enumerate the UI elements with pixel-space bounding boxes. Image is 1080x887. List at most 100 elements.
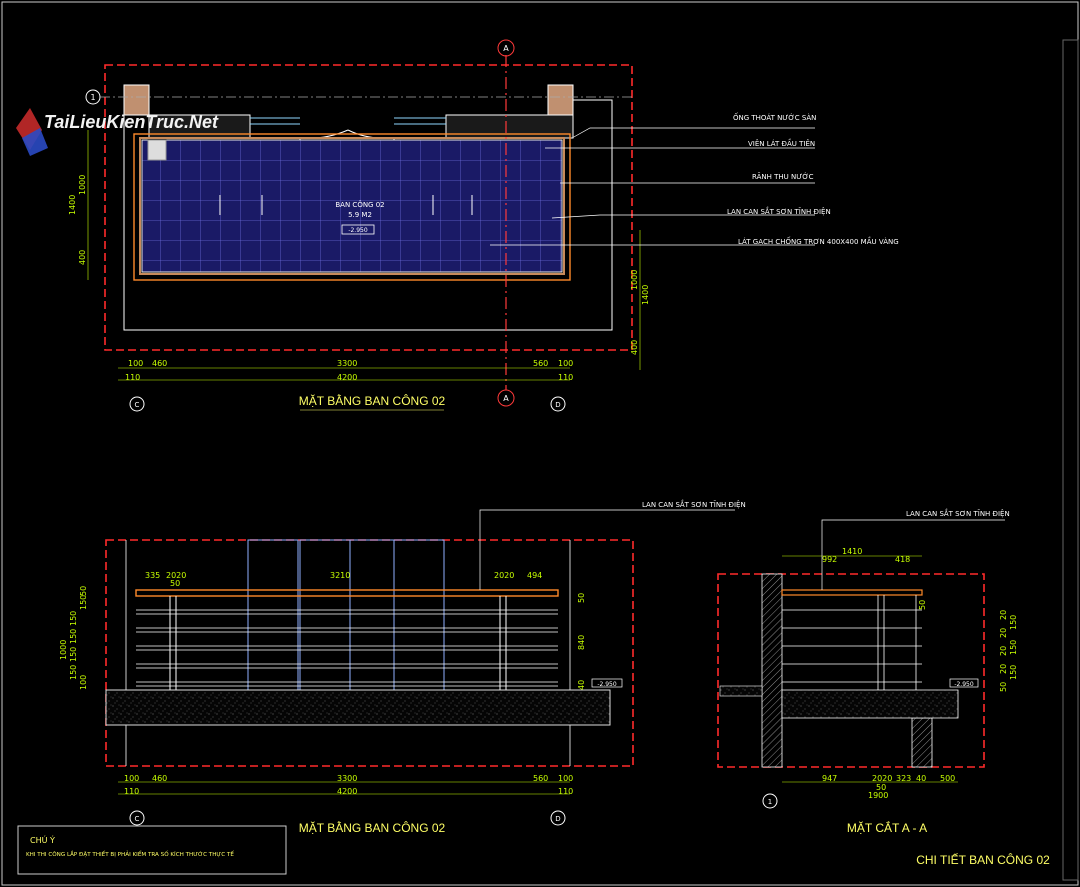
section-mark-top [497,39,515,57]
dim-sec-500: 500 [940,774,955,783]
section-level: -2.950 [954,681,974,688]
elev-level: -2.950 [597,681,617,688]
dim-sec-r-150c: 150 [1009,665,1018,680]
level-tag-box [341,224,375,235]
elev-grid-bubble-d [550,810,566,826]
section-view: 1410 992 418 LAN CAN SẮT SƠN TĨNH ĐIỆN 5… [717,508,1018,835]
floor-edge [139,137,565,275]
dim-plan-100a: 100 [128,359,143,368]
dim-elev-2020b: 2020 [494,571,514,580]
room-name: BAN CÔNG 02 [335,200,384,209]
title-strip [1062,39,1079,881]
elev-callout-leader [479,509,735,590]
dim-elev-b-100a: 100 [124,774,139,783]
dim-elev-b-460: 460 [152,774,167,783]
dim-elev-right-40: 40 [577,680,586,690]
grid-label-d: D [555,401,560,409]
dim-sec-r-20d: 20 [999,664,1008,674]
dim-sec-r-20b: 20 [999,628,1008,638]
dim-sec-323: 323 [896,774,911,783]
dim-elev-left-100: 100 [79,675,88,690]
dim-elev-left-150a: 150 [69,611,78,626]
dim-plan-110b: 110 [558,373,573,382]
section-floor-in [719,685,763,697]
dim-plan-right-400: 400 [630,340,639,355]
elev-level-box [591,678,623,688]
wall-right-block [547,84,574,116]
slab-outline [123,90,613,331]
note-heading: CHÚ Ý [30,834,55,845]
dim-elev-left-150c: 150 [69,647,78,662]
elev-callout: LAN CAN SẮT SƠN TĨNH ĐIỆN [642,499,746,509]
drain-pipe [147,139,167,161]
sec-level-box [949,678,979,688]
dim-elev-335: 335 [145,571,160,580]
elevation-title: MẶT BẰNG BAN CÔNG 02 [299,820,446,835]
dim-plan-3300: 3300 [337,359,357,368]
dim-plan-100b: 100 [558,359,573,368]
dim-sec-r-50: 50 [918,600,927,610]
wall-left-block [123,84,150,116]
note-text: KHI THI CÔNG LẮP ĐẶT THIẾT BỊ PHẢI KIỂM … [26,850,234,858]
dim-plan-110a: 110 [125,373,140,382]
dim-sec-947: 947 [822,774,837,783]
plan-title: MẶT BẰNG BAN CÔNG 02 [299,393,446,408]
dim-plan-460: 460 [152,359,167,368]
sheet-title: CHI TIẾT BAN CÔNG 02 [916,852,1050,867]
section-wall [761,573,783,768]
dim-elev-2020a: 2020 [166,571,186,580]
section-slab [781,689,959,719]
dim-elev-b-4200: 4200 [337,787,357,796]
dim-elev-b-110b: 110 [558,787,573,796]
dim-elev-b-100b: 100 [558,774,573,783]
dim-elev-b-3300: 3300 [337,774,357,783]
dim-sec-r-150b: 150 [1009,640,1018,655]
slab-section [105,689,611,726]
dim-sec-1900: 1900 [868,791,888,800]
dim-plan-left-400: 400 [78,250,87,265]
dim-elev-50: 50 [170,579,180,588]
dim-elev-right-50: 50 [577,593,586,603]
elev-grid-label-c: C [135,815,140,823]
plan-boundary [104,64,633,351]
dim-sec-992: 992 [822,555,837,564]
dim-elev-b-560: 560 [533,774,548,783]
dim-plan-right-1000: 1000 [630,270,639,290]
dim-plan-right-1400: 1400 [641,285,650,305]
callout-tiles: LÁT GẠCH CHỐNG TRƠN 400X400 MẦU VÀNG [738,236,899,246]
dim-elev-494: 494 [527,571,542,580]
dim-sec-r-50b: 50 [999,682,1008,692]
dim-elev-left-150b: 150 [69,629,78,644]
watermark-text: TaiLieuKienTruc.Net [44,112,219,132]
section-callout: LAN CAN SẮT SƠN TĨNH ĐIỆN [906,508,1010,518]
section-handrail [781,589,923,596]
door-frames [247,539,445,691]
dim-elev-left-1000: 1000 [59,640,68,660]
sec-grid-label-1: 1 [768,798,772,806]
dim-plan-left-1000: 1000 [78,175,87,195]
dim-plan-left-1400: 1400 [68,195,77,215]
dim-elev-left-150e: 150 [79,595,88,610]
section-mark-top-label: A [503,44,509,53]
dim-sec-40: 40 [916,774,926,783]
dim-elev-left-150d: 150 [69,665,78,680]
elev-left-dims: 1000 150 150 150 150 150 50 100 [59,586,88,690]
dim-sec-r-150a: 150 [1009,615,1018,630]
callout-drain-pipe: ỐNG THOÁT NƯỚC SÀN [733,112,816,122]
section-boundary [717,573,985,768]
callout-leaders [490,127,815,246]
note-box: CHÚ Ý KHI THI CÔNG LẮP ĐẶT THIẾT BỊ PHẢI… [17,825,287,875]
callout-railing: LAN CAN SẮT SƠN TĨNH ĐIỆN [727,206,831,216]
elev-grid-label-d: D [555,815,560,823]
room-area: 5.9 M2 [348,211,372,219]
dim-sec-50: 50 [876,783,886,792]
grid-label-1: 1 [90,93,95,102]
section-rails [782,595,922,690]
dim-sec-r-20c: 20 [999,646,1008,656]
sec-callout-leader [821,519,1005,590]
dim-elev-right-840: 840 [577,635,586,650]
watermark-logo: TaiLieuKienTruc.Net [16,108,219,156]
dim-plan-4200: 4200 [337,373,357,382]
section-mark-bottom-label: A [503,394,509,403]
